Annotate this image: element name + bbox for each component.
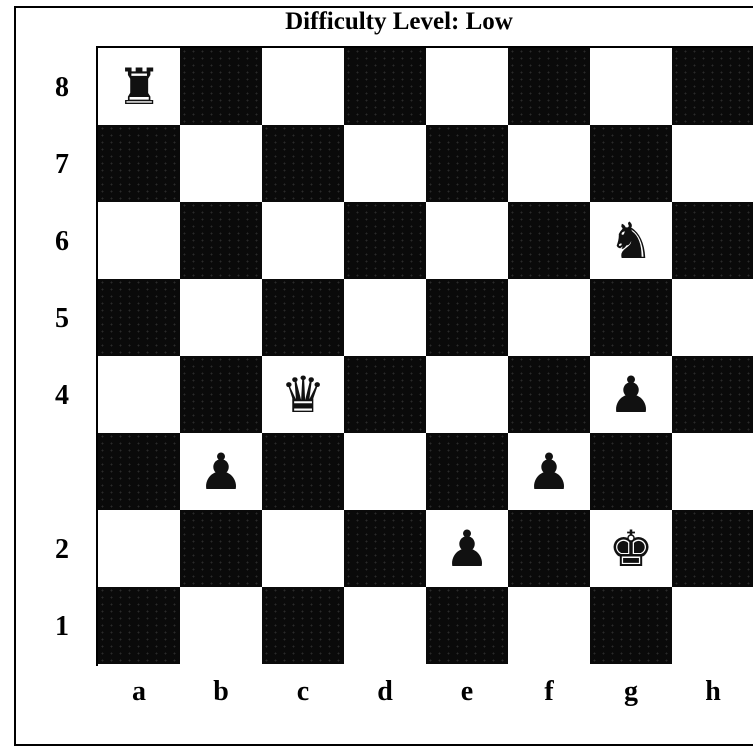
square-b7 xyxy=(180,125,262,202)
rank-label-5: 5 xyxy=(50,303,74,335)
square-g5 xyxy=(590,279,672,356)
file-label-d: d xyxy=(344,676,426,708)
square-f7 xyxy=(508,125,590,202)
square-d6 xyxy=(344,202,426,279)
square-b6 xyxy=(180,202,262,279)
square-a7 xyxy=(98,125,180,202)
square-c3 xyxy=(262,433,344,510)
square-g2: ♚ xyxy=(590,510,672,587)
square-e2: ♟ xyxy=(426,510,508,587)
square-b5 xyxy=(180,279,262,356)
square-d7 xyxy=(344,125,426,202)
square-d2 xyxy=(344,510,426,587)
file-label-h: h xyxy=(672,676,753,708)
white-pawn-icon: ♟ xyxy=(609,370,654,420)
square-f3: ♟ xyxy=(508,433,590,510)
file-label-g: g xyxy=(590,676,672,708)
square-h5 xyxy=(672,279,753,356)
file-label-f: f xyxy=(508,676,590,708)
square-d8 xyxy=(344,48,426,125)
square-b1 xyxy=(180,587,262,664)
rank-label-2: 2 xyxy=(50,534,74,566)
square-e5 xyxy=(426,279,508,356)
square-b3: ♟ xyxy=(180,433,262,510)
square-d5 xyxy=(344,279,426,356)
file-label-a: a xyxy=(98,676,180,708)
square-e6 xyxy=(426,202,508,279)
square-c2 xyxy=(262,510,344,587)
chess-board: ♜ ♞ ♛ ♟ ♟ ♟ ♟ ♚ xyxy=(96,46,753,666)
white-pawn-icon: ♟ xyxy=(527,447,572,497)
square-h7 xyxy=(672,125,753,202)
square-a8: ♜ xyxy=(98,48,180,125)
square-a6 xyxy=(98,202,180,279)
square-g3 xyxy=(590,433,672,510)
square-h2 xyxy=(672,510,753,587)
square-e7 xyxy=(426,125,508,202)
file-label-e: e xyxy=(426,676,508,708)
square-c7 xyxy=(262,125,344,202)
rank-label-6: 6 xyxy=(50,226,74,258)
rank-label-8: 8 xyxy=(50,72,74,104)
white-rook-icon: ♜ xyxy=(117,62,162,112)
square-h4 xyxy=(672,356,753,433)
square-b8 xyxy=(180,48,262,125)
square-h1 xyxy=(672,587,753,664)
white-king-icon: ♚ xyxy=(609,524,654,574)
rank-label-1: 1 xyxy=(50,611,74,643)
square-g1 xyxy=(590,587,672,664)
square-e3 xyxy=(426,433,508,510)
square-f6 xyxy=(508,202,590,279)
square-g8 xyxy=(590,48,672,125)
square-c8 xyxy=(262,48,344,125)
square-b4 xyxy=(180,356,262,433)
square-d4 xyxy=(344,356,426,433)
rank-label-4: 4 xyxy=(50,380,74,412)
square-a1 xyxy=(98,587,180,664)
square-f4 xyxy=(508,356,590,433)
difficulty-title: Difficulty Level: Low xyxy=(14,8,753,36)
square-c1 xyxy=(262,587,344,664)
file-label-b: b xyxy=(180,676,262,708)
square-e1 xyxy=(426,587,508,664)
square-e4 xyxy=(426,356,508,433)
square-f8 xyxy=(508,48,590,125)
white-queen-icon: ♛ xyxy=(281,370,326,420)
square-g6: ♞ xyxy=(590,202,672,279)
square-c6 xyxy=(262,202,344,279)
square-c5 xyxy=(262,279,344,356)
square-c4: ♛ xyxy=(262,356,344,433)
square-h3 xyxy=(672,433,753,510)
white-knight-icon: ♞ xyxy=(609,216,654,266)
square-h8 xyxy=(672,48,753,125)
square-f2 xyxy=(508,510,590,587)
square-d1 xyxy=(344,587,426,664)
square-d3 xyxy=(344,433,426,510)
white-pawn-icon: ♟ xyxy=(199,447,244,497)
square-a5 xyxy=(98,279,180,356)
square-g4: ♟ xyxy=(590,356,672,433)
square-f5 xyxy=(508,279,590,356)
square-e8 xyxy=(426,48,508,125)
rank-label-7: 7 xyxy=(50,149,74,181)
file-label-c: c xyxy=(262,676,344,708)
square-g7 xyxy=(590,125,672,202)
square-b2 xyxy=(180,510,262,587)
square-a3 xyxy=(98,433,180,510)
white-pawn-icon: ♟ xyxy=(445,524,490,574)
square-a2 xyxy=(98,510,180,587)
square-a4 xyxy=(98,356,180,433)
square-h6 xyxy=(672,202,753,279)
square-f1 xyxy=(508,587,590,664)
